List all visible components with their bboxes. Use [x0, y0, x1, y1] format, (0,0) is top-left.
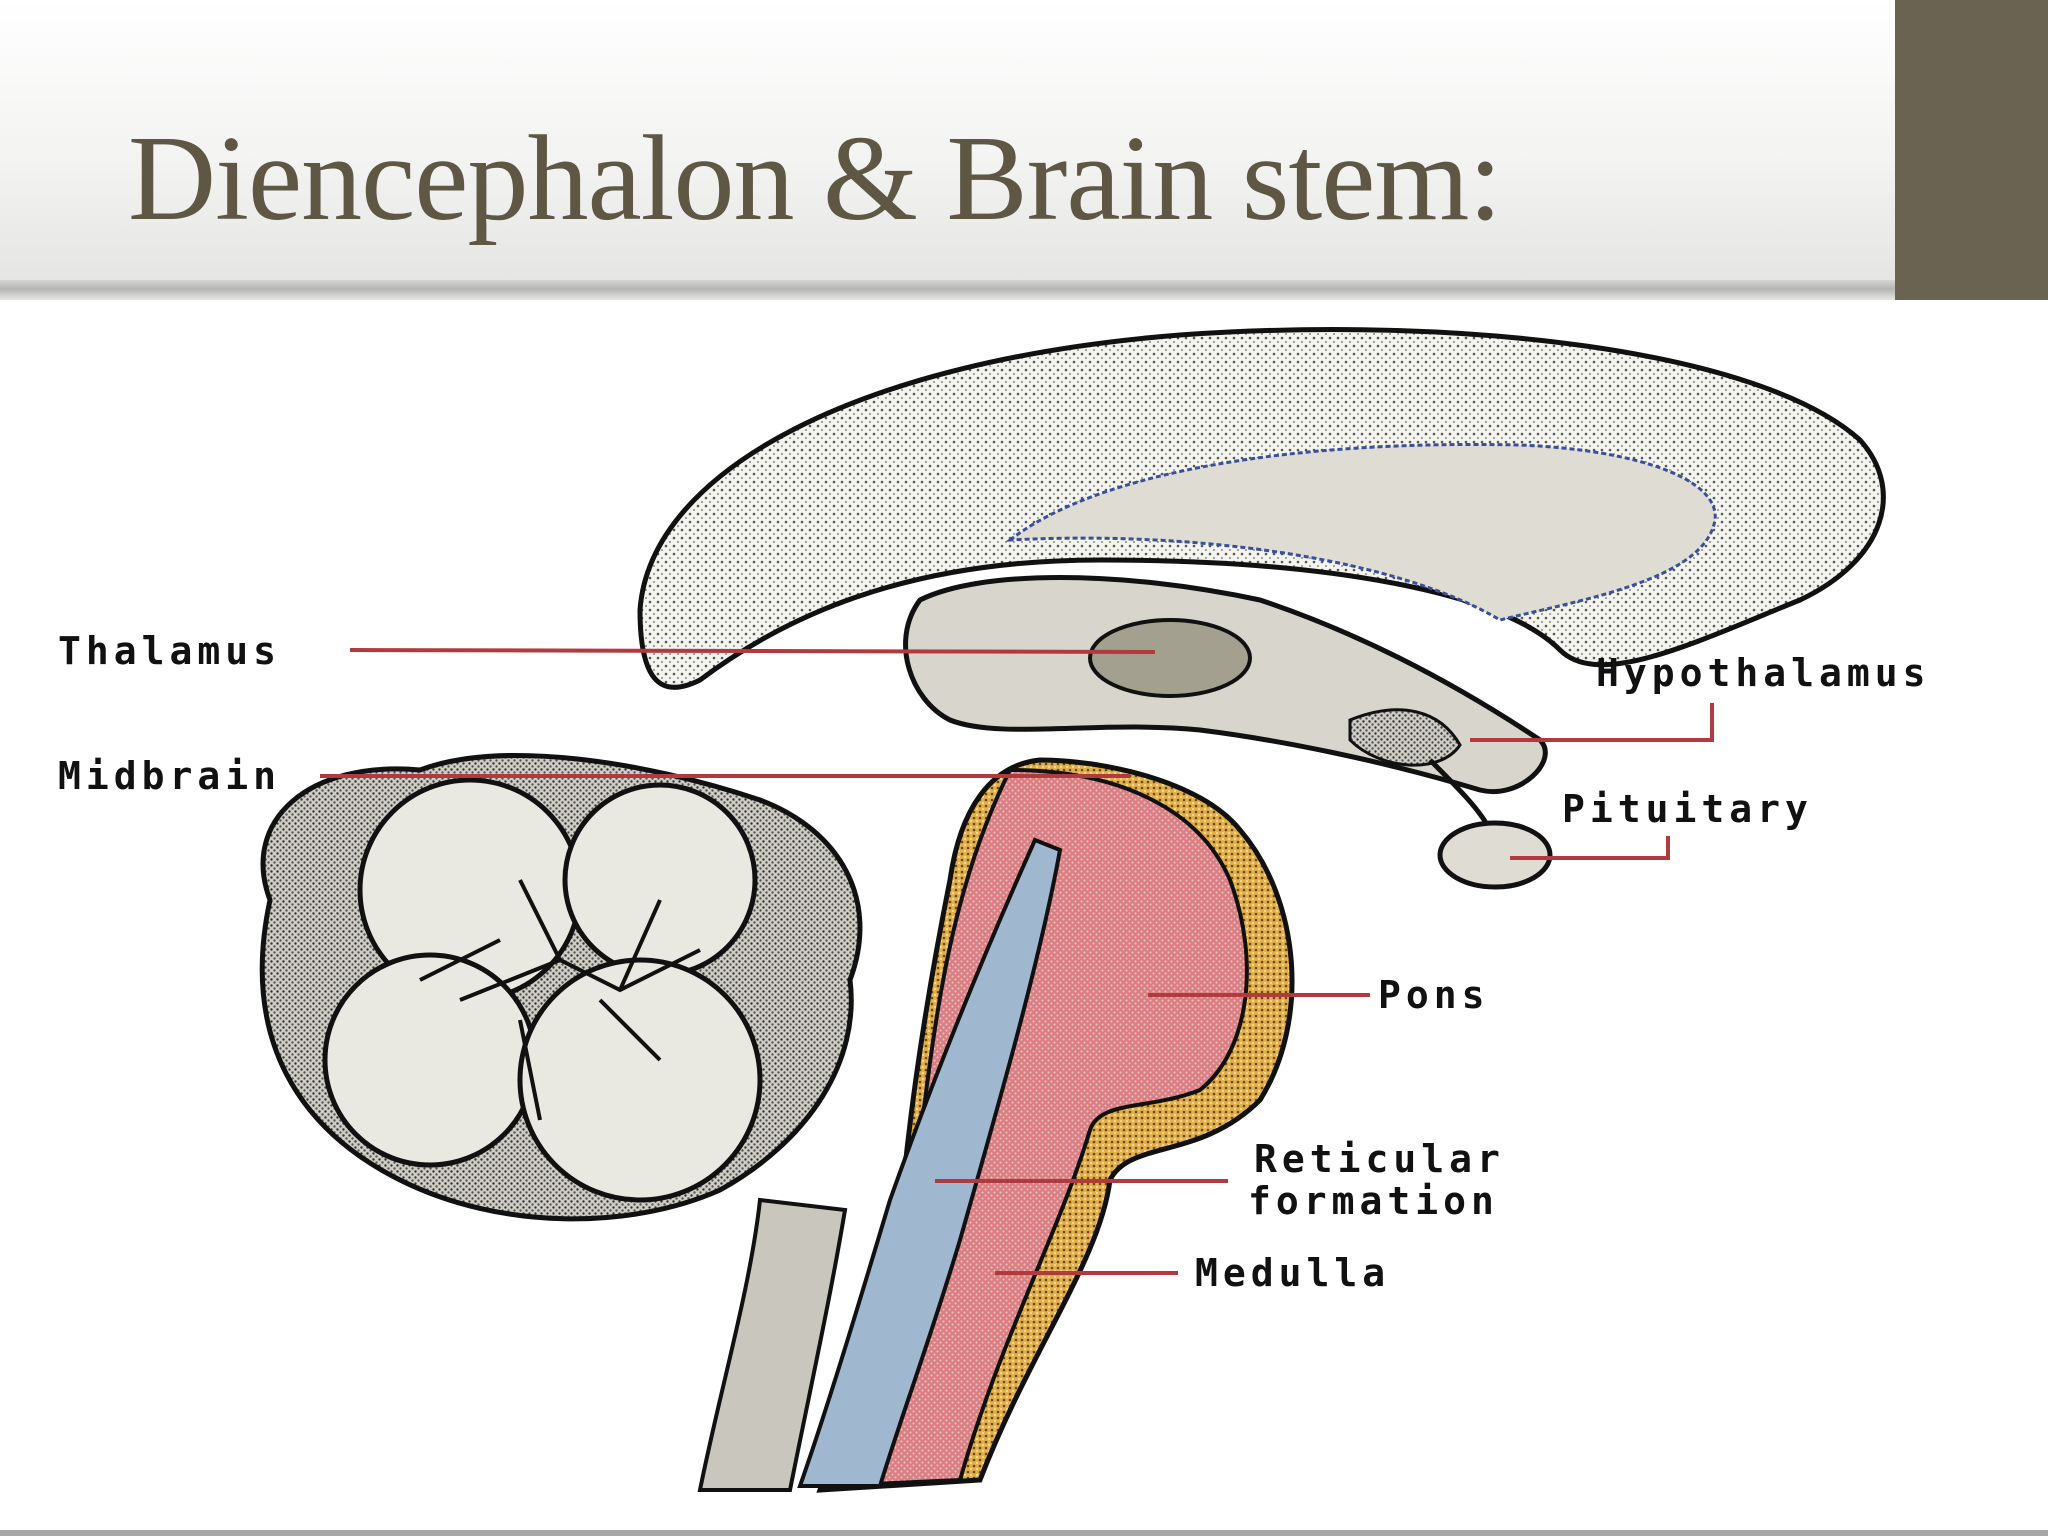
brain-diagram: Thalamus Midbrain Hypothalamus Pituitary…	[0, 300, 2048, 1536]
diagram-labels: Thalamus Midbrain Hypothalamus Pituitary…	[58, 629, 1931, 1295]
header-divider	[0, 280, 1895, 300]
label-reticular: Reticular	[1254, 1137, 1505, 1181]
accent-bar	[1895, 0, 2048, 300]
header-background	[0, 0, 1895, 290]
label-thalamus: Thalamus	[58, 629, 281, 673]
label-medulla: Medulla	[1195, 1251, 1390, 1295]
label-formation: formation	[1248, 1179, 1499, 1223]
slide-title: Diencephalon & Brain stem:	[128, 111, 1502, 246]
thalamus-leader	[349, 648, 1156, 654]
leader-lines	[320, 648, 1714, 1275]
brainstem	[697, 757, 1295, 1493]
label-pons: Pons	[1378, 973, 1490, 1017]
bottom-divider	[0, 1530, 2048, 1536]
pituitary-leader	[1510, 836, 1670, 860]
cerebellum	[259, 753, 863, 1222]
label-midbrain: Midbrain	[58, 754, 281, 798]
cerebral-arch	[637, 327, 1886, 690]
pituitary-gland	[1428, 758, 1553, 890]
slide-header: Diencephalon & Brain stem:	[0, 0, 2048, 300]
label-hypothalamus: Hypothalamus	[1596, 651, 1931, 695]
hypothalamus-leader	[1470, 703, 1714, 742]
label-pituitary: Pituitary	[1562, 787, 1813, 831]
diencephalon	[903, 575, 1548, 794]
